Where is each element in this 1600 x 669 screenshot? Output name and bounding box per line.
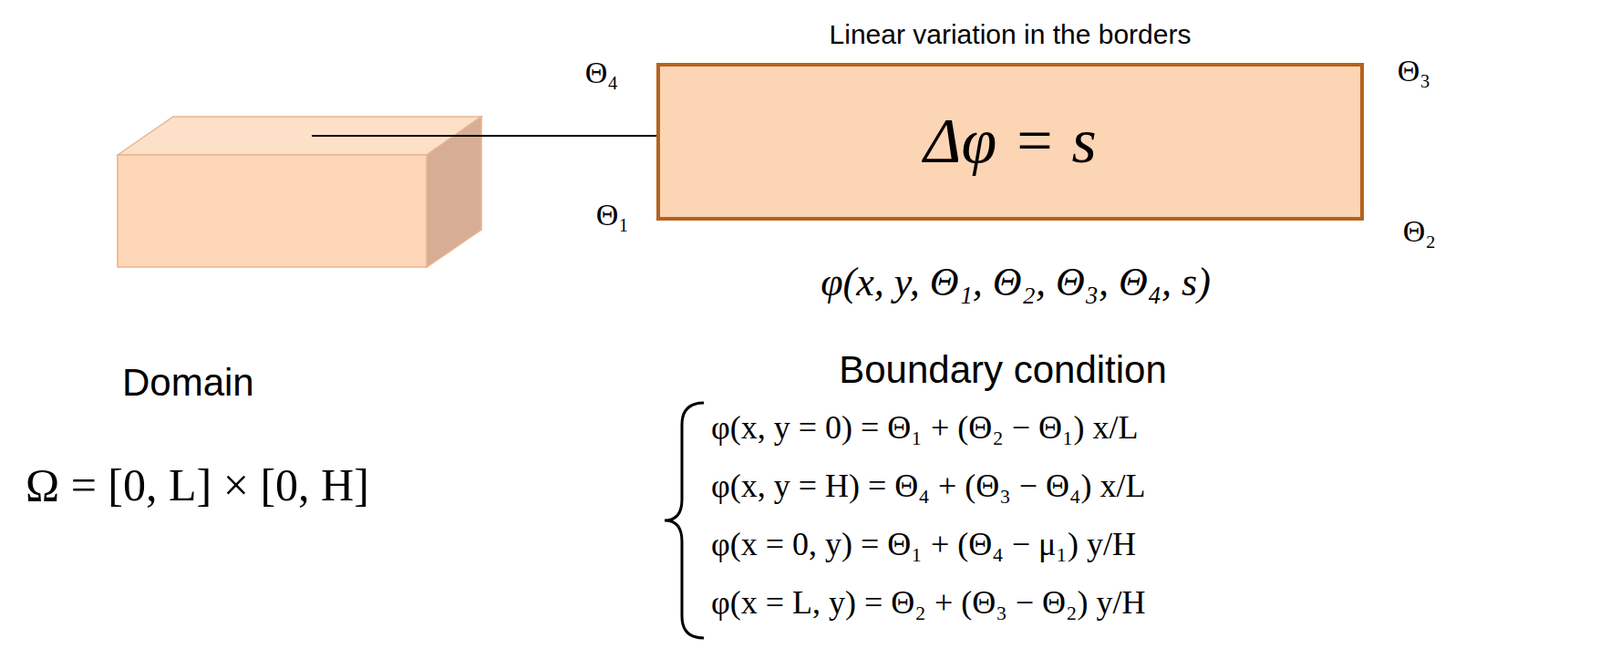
curly-brace — [664, 402, 704, 639]
solid-block — [117, 116, 482, 268]
boundary-equation: φ(x, y = H) = Θ₄ + (Θ₃ − Θ₄) x/L — [711, 467, 1146, 506]
section-heading: Domain — [122, 361, 255, 405]
domain-definition: Ω = [0, L] × [0, H] — [25, 459, 370, 513]
block-side — [426, 116, 482, 268]
corner-label: Θ₂ — [1403, 213, 1436, 249]
function-signature: φ(x, y, Θ₁, Θ₂, Θ₃, Θ₄, s) — [820, 259, 1211, 307]
corner-label: Θ₃ — [1397, 52, 1431, 89]
domain-rectangle: Δφ = sLinear variation in the borders — [656, 62, 1364, 221]
block-front — [117, 154, 427, 268]
equation-text: Δφ = s — [923, 104, 1096, 179]
node-body: Δφ = s — [660, 66, 1361, 217]
boundary-equation: φ(x = 0, y) = Θ₁ + (Θ₄ − μ₁) y/H — [711, 526, 1136, 564]
corner-label: Θ₄ — [585, 54, 619, 91]
corner-label: Θ₁ — [596, 196, 630, 233]
boundary-equation: φ(x, y = 0) = Θ₁ + (Θ₂ − Θ₁) x/L — [711, 409, 1139, 447]
section-heading: Boundary condition — [838, 348, 1167, 393]
region-heading: Linear variation in the borders — [829, 19, 1192, 52]
boundary-equation: φ(x = L, y) = Θ₂ + (Θ₃ − Θ₂) y/H — [711, 584, 1146, 622]
